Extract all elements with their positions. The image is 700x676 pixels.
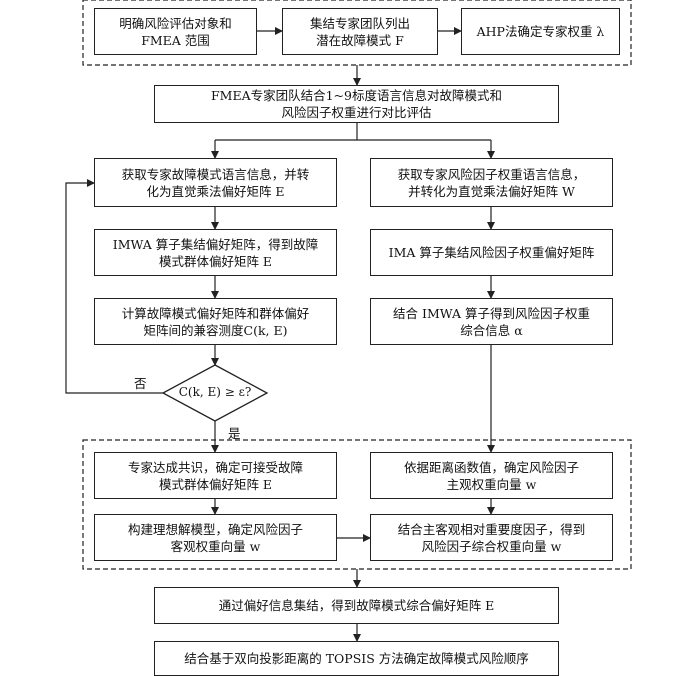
box-get-weight-info: 获取专家风险因子权重语言信息，并转化为直觉乘法偏好矩阵 W (370, 158, 613, 207)
decision-yes-label: 是 (228, 426, 241, 441)
decision-condition: C(k, E) ≥ ε? (178, 385, 252, 399)
box-fmea-evaluation: FMEA专家团队结合1~9标度语言信息对故障模式和风险因子权重进行对比评估 (154, 85, 559, 123)
box-list-failure-modes: 集结专家团队列出潜在故障模式 F (282, 8, 438, 55)
lower-dashed-group (82, 439, 632, 570)
top-dashed-group (82, 0, 632, 66)
arrow-no-loop (65, 179, 163, 394)
box-final-preference: 通过偏好信息集结，得到故障模式综合偏好矩阵 E (154, 587, 559, 624)
box-combined-weight: 结合主客观相对重要度因子，得到风险因子综合权重向量 w (370, 514, 613, 561)
box-combine-weight-info: 结合 IMWA 算子得到风险因子权重综合信息 α (370, 298, 613, 345)
decision-no-label: 否 (134, 376, 147, 391)
box-distance-function: 依据距离函数值，确定风险因子主观权重向量 w (370, 452, 613, 499)
box-get-mode-info: 获取专家故障模式语言信息，并转化为直觉乘法偏好矩阵 E (94, 158, 337, 207)
box-ideal-solution-model: 构建理想解模型，确定风险因子客观权重向量 w (94, 514, 337, 561)
box-ima-aggregate: IMA 算子集结风险因子权重偏好矩阵 (370, 229, 613, 276)
box-consensus: 专家达成共识，确定可接受故障模式群体偏好矩阵 E (94, 452, 337, 499)
box-compatibility-measure: 计算故障模式偏好矩阵和群体偏好矩阵间的兼容测度C(k, E) (94, 298, 337, 345)
box-topsis-ranking: 结合基于双向投影距离的 TOPSIS 方法确定故障模式风险顺序 (154, 641, 559, 676)
box-imwa-aggregate: IMWA 算子集结偏好矩阵，得到故障模式群体偏好矩阵 E (94, 229, 337, 276)
box-ahp-weights: AHP法确定专家权重 λ (461, 8, 620, 55)
